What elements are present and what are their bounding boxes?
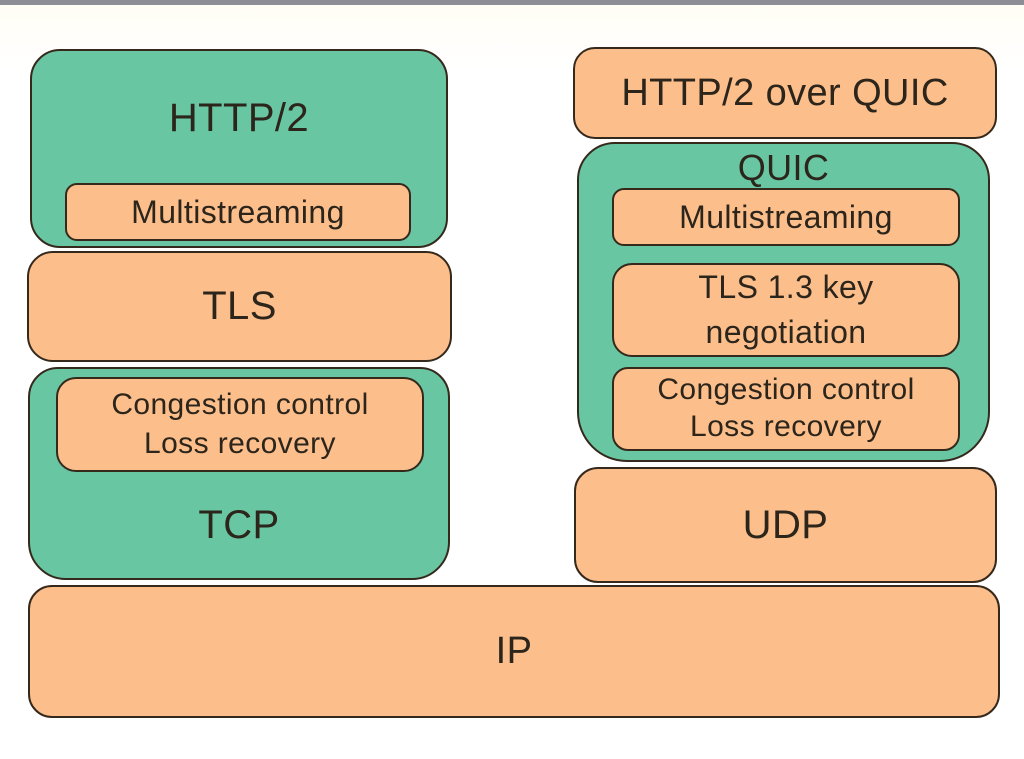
tls-box: TLS <box>27 251 452 362</box>
tls13-key-negotiation-box: TLS 1.3 key negotiation <box>612 263 960 357</box>
multistreaming-box-right: Multistreaming <box>612 188 960 246</box>
congestion-right-lines: Congestion control Loss recovery <box>657 372 914 445</box>
congestion-left-line1: Congestion control <box>111 388 369 422</box>
tls13-line1: TLS 1.3 key <box>698 268 874 305</box>
multistreaming-box-left: Multistreaming <box>65 183 411 241</box>
ip-box: IP <box>28 585 1000 718</box>
quic-label: QUIC <box>737 147 830 188</box>
tls13-lines: TLS 1.3 key negotiation <box>698 265 873 356</box>
http2-label: HTTP/2 <box>168 95 310 140</box>
http2-over-quic-box: HTTP/2 over QUIC <box>573 47 997 139</box>
congestion-left-lines: Congestion control Loss recovery <box>111 386 368 462</box>
tls13-line2: negotiation <box>705 314 867 350</box>
congestion-box-right: Congestion control Loss recovery <box>612 367 960 451</box>
congestion-left-line2: Loss recovery <box>144 426 336 460</box>
tcp-label: TCP <box>198 503 280 547</box>
congestion-right-line1: Congestion control <box>657 373 915 407</box>
congestion-box-left: Congestion control Loss recovery <box>56 377 424 472</box>
window-top-bar <box>0 0 1024 5</box>
congestion-right-line2: Loss recovery <box>690 410 882 443</box>
udp-box: UDP <box>574 467 997 583</box>
